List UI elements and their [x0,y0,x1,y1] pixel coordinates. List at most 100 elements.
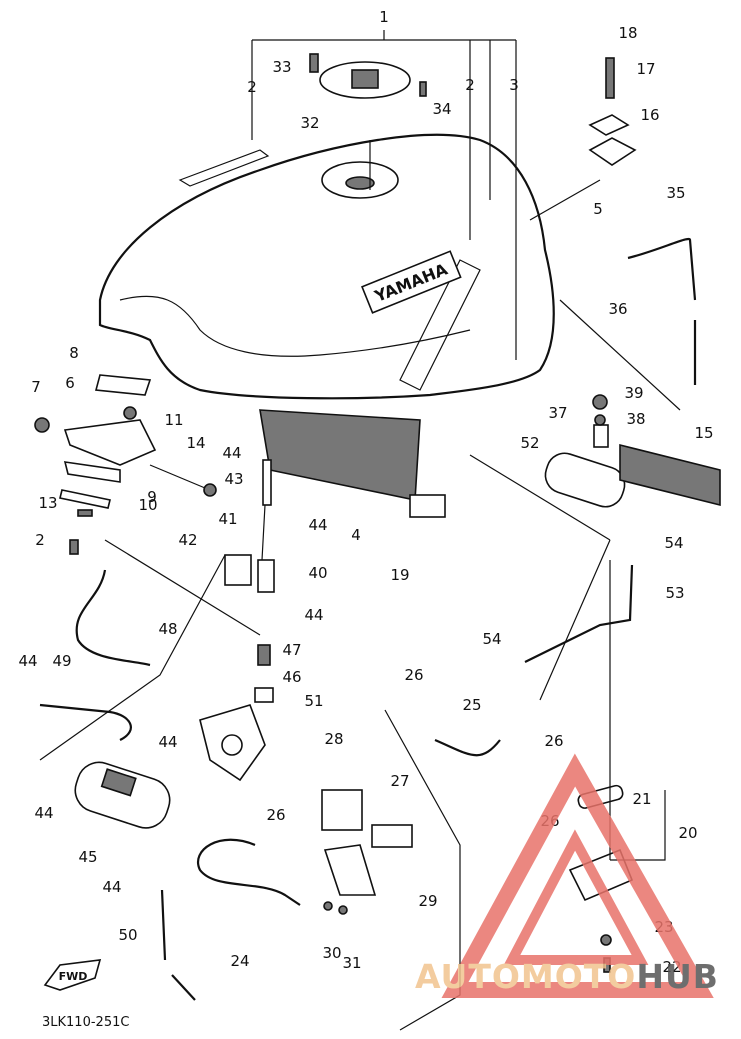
part-label: 16 [640,106,659,124]
part-label: 10 [138,496,157,514]
part-label: 1 [379,8,389,26]
grommet-7 [34,417,50,433]
part-label: 44 [158,733,177,751]
part-label: 24 [230,952,249,970]
part-label: 36 [608,300,627,318]
part-label: 44 [304,606,323,624]
fuel-tank: YAMAHA [98,133,555,518]
center-fitting-column [199,459,275,782]
hose-48 [75,569,151,667]
plate-10 [59,489,111,509]
hose-49 [39,703,132,741]
bolt-18 [605,57,615,99]
part-label: 49 [52,652,71,670]
yamaha-badge: YAMAHA [361,250,462,314]
part-label: 2 [247,78,257,96]
left-small-parts [34,374,217,555]
part-label: 2 [35,531,45,549]
part-label: 14 [186,434,205,452]
part-label: 17 [636,60,655,78]
collar-17 [588,114,630,136]
bolt-2 [69,539,79,555]
part-label: 4 [351,526,361,544]
nut-39 [592,394,608,410]
hose-25 [434,738,501,757]
bolt-14 [149,464,206,489]
part-label: 13 [38,494,57,512]
fuel-cock-assembly [321,789,413,915]
part-label: 47 [282,641,301,659]
watermark-triangle [441,753,714,998]
part-label: 42 [178,531,197,549]
part-label: 44 [18,652,37,670]
fuel-pump-52 [544,452,626,508]
collar-11 [123,406,137,420]
bracket-8 [94,374,152,396]
screw-30 [323,901,333,911]
seal-51 [254,687,274,703]
filter-27 [371,824,413,848]
bolt-13 [77,509,93,517]
filler-opening [345,176,375,190]
watermark-triangle-inner [503,829,649,965]
part-label: 54 [482,630,501,648]
hose-50 [160,889,196,1001]
fwd-arrow: FWD [43,959,102,991]
part-label: 6 [65,374,75,392]
hose-24 [197,838,301,906]
tank-underside-panel [259,409,421,501]
damper-15 [619,443,721,507]
part-label: 2 [465,76,475,94]
part-label: 20 [678,824,697,842]
part-label: 48 [158,620,177,638]
part-label: 38 [626,410,645,428]
tank-stripe [399,259,481,391]
part-label: 51 [304,692,323,710]
washer-31 [338,905,348,915]
part-label: 26 [404,666,423,684]
part-label: 18 [618,24,637,42]
bolt-damper-stack [588,57,637,166]
damper-19 [409,494,446,518]
canister-45 [74,761,171,829]
part-label: 25 [462,696,481,714]
damper-16 [588,137,637,166]
part-label: 37 [548,404,567,422]
part-label: 44 [308,516,327,534]
part-label: 7 [31,378,41,396]
part-label: 35 [666,184,685,202]
clamp-41 [224,554,252,586]
part-label: 26 [266,806,285,824]
part-label: 27 [390,772,409,790]
part-label: 31 [342,954,361,972]
part-label: 30 [322,944,341,962]
part-label: 33 [272,58,291,76]
fitting-47 [257,644,271,666]
fwd-arrow-text: FWD [59,970,88,983]
part-label: 44 [222,444,241,462]
fuel-pump-assembly [544,394,721,508]
part-label: 21 [632,790,651,808]
part-label: 39 [624,384,643,402]
watermark-text: AUTOMOTOHUB [415,957,719,996]
watermark-text-2: HUB [636,957,719,996]
part-label: 52 [520,434,539,452]
part-label: 11 [164,411,183,429]
emblem-strip [178,149,270,187]
part-label: 44 [102,878,121,896]
part-label: 46 [282,668,301,686]
part-label: 45 [78,848,97,866]
part-label: 5 [593,200,603,218]
bolt-14-head [203,483,217,497]
part-label: 28 [324,730,343,748]
part-label: 32 [300,114,319,132]
watermark-text-1: AUTOMOTO [415,957,636,996]
part-label: 40 [308,564,327,582]
hose-35 [627,237,697,301]
part-label: 29 [418,892,437,910]
part-label: 3 [509,76,519,94]
hose-43 [262,459,272,506]
fuel-cock-28 [321,789,363,831]
leader-lines [39,140,681,1031]
